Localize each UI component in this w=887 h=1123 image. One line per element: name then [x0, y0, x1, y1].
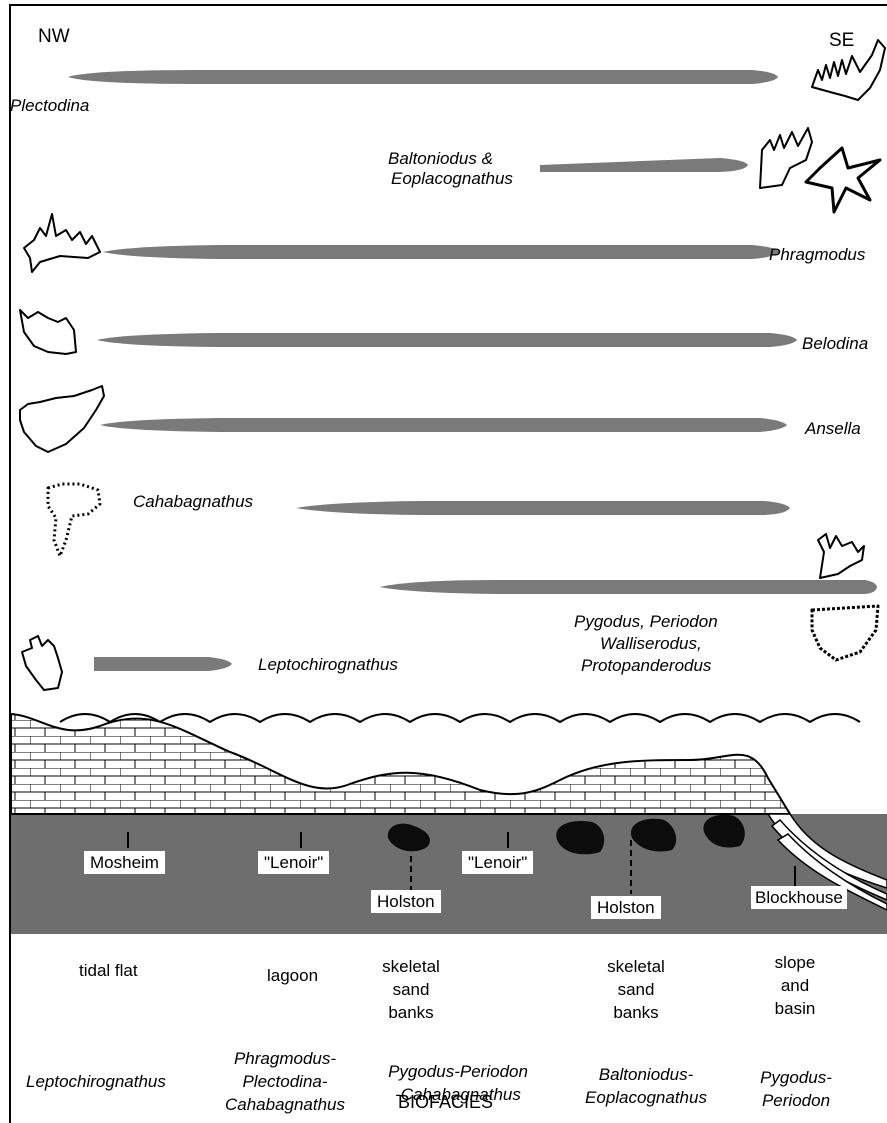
taxon-belodina: Belodina [802, 334, 868, 354]
formation-mosheim: Mosheim [84, 851, 165, 874]
range-bar-pygodus [380, 580, 877, 594]
taxon-leptochirognathus: Leptochirognathus [258, 655, 398, 675]
ansella-element-icon [20, 386, 104, 452]
range-bar-plectodina [68, 70, 778, 84]
eoplacognathus-element-icon [806, 148, 880, 212]
formation-blockhouse: Blockhouse [751, 886, 847, 909]
sea-surface-waves [60, 714, 860, 722]
taxon-pygodus-line2: Walliserodus, [600, 634, 702, 654]
belodina-element-icon [20, 310, 76, 354]
range-bar-phragmodus [103, 245, 780, 259]
direction-se: SE [829, 30, 854, 52]
taxon-phragmodus: Phragmodus [769, 245, 865, 265]
direction-nw: NW [38, 26, 70, 48]
biofacies-pygodus-periodon: Pygodus-Periodon [748, 1066, 844, 1112]
taxon-pygodus-line3: Protopanderodus [581, 656, 711, 676]
formation-lenoir-2: "Lenoir" [462, 851, 533, 874]
biofacies-title: BIOFACIES [398, 1092, 493, 1113]
range-bar-cahabagnathus [296, 501, 790, 515]
carbonate-platform [11, 714, 790, 814]
leptochirognathus-element-icon [22, 636, 62, 690]
range-bar-belodina [97, 333, 797, 347]
taxon-ansella: Ansella [805, 419, 861, 439]
baltoniodus-element-icon [760, 128, 812, 188]
env-lagoon: lagoon [267, 966, 318, 986]
taxon-pygodus-line1: Pygodus, Periodon [574, 612, 718, 632]
phragmodus-element-icon [24, 214, 100, 272]
range-bar-baltoniodus [540, 158, 748, 172]
range-bar-ansella [100, 418, 787, 432]
biofacies-phragmodus: Phragmodus-Plectodina-Cahabagnathus [215, 1047, 355, 1116]
cahabagnathus-element-icon [48, 484, 100, 556]
subtidal-substrate [11, 814, 887, 934]
taxon-baltoniodus-line2: Eoplacognathus [391, 169, 513, 189]
taxon-plectodina: Plectodina [10, 96, 89, 116]
taxon-cahabagnathus: Cahabagnathus [133, 492, 253, 512]
pygodus-ramiform-element-icon [818, 534, 864, 578]
formation-lenoir-1: "Lenoir" [258, 851, 329, 874]
env-tidal-flat: tidal flat [79, 961, 138, 981]
formation-holston-2: Holston [591, 896, 661, 919]
formation-holston-1: Holston [371, 890, 441, 913]
taxon-baltoniodus-line1: Baltoniodus & [388, 149, 493, 169]
periodon-element-icon [812, 606, 878, 660]
biofacies-baltoniodus: Baltoniodus-Eoplacognathus [576, 1063, 716, 1109]
biofacies-leptochirognathus: Leptochirognathus [26, 1072, 166, 1092]
range-bar-leptochirognathus [94, 657, 232, 671]
